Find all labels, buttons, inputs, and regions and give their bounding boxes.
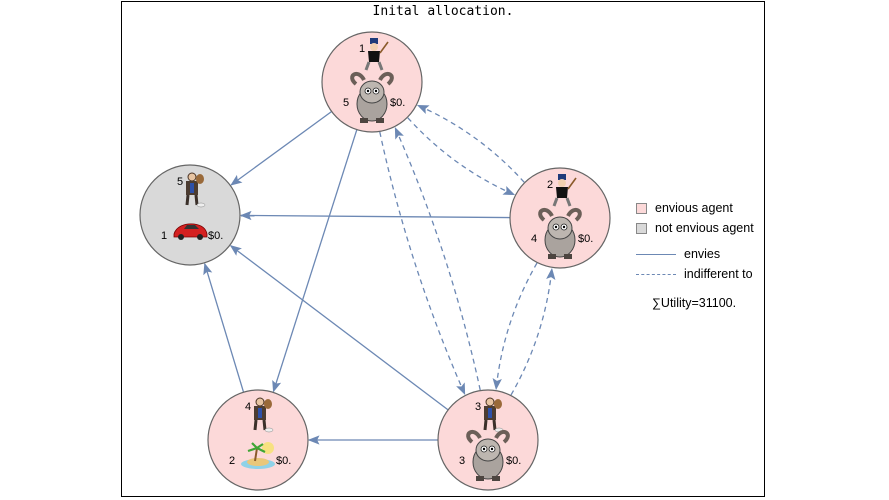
indifferent-edge: [394, 126, 481, 391]
item-number: 2: [229, 455, 235, 467]
legend-not-envious-agent: not envious agent: [636, 218, 754, 238]
agent-number: 1: [359, 43, 365, 55]
agent-number: 4: [245, 401, 251, 413]
indifferent-edge: [379, 131, 466, 396]
solid-line-swatch: [636, 253, 676, 255]
legend-label: envious agent: [655, 201, 733, 215]
envious-swatch: [636, 202, 647, 214]
agent-node: 1 5 $0.: [321, 31, 423, 133]
legend-envies: envies: [636, 244, 754, 264]
item-value: $0.: [276, 455, 291, 467]
item-value: $0.: [506, 455, 521, 467]
agent-node: 3 3 $0.: [437, 389, 539, 491]
indifferent-edge: [510, 267, 556, 396]
not-envious-swatch: [636, 222, 647, 234]
indifferent-edge: [492, 262, 538, 391]
item-value: $0.: [208, 230, 223, 242]
envies-edge: [272, 129, 358, 393]
legend-indifferent: indifferent to: [636, 264, 754, 284]
item-number: 1: [161, 230, 167, 242]
item-value: $0.: [578, 233, 593, 245]
envies-edge: [229, 245, 449, 411]
agent-node: 2 4 $0.: [509, 167, 611, 269]
item-number: 3: [459, 455, 465, 467]
node-circle: [139, 164, 241, 266]
item-number: 5: [343, 97, 349, 109]
legend: envious agent not envious agent envies i…: [636, 198, 754, 310]
envies-edge: [239, 210, 511, 221]
legend-label: not envious agent: [655, 221, 754, 235]
envies-edge: [203, 262, 245, 393]
agent-number: 5: [177, 176, 183, 188]
indifferent-edge: [416, 104, 525, 183]
envies-edge: [230, 110, 333, 186]
dashed-line-swatch: [636, 273, 676, 275]
agent-number: 2: [547, 179, 553, 191]
node-circle: [207, 389, 309, 491]
item-value: $0.: [390, 97, 405, 109]
indifferent-edge: [407, 117, 516, 196]
figure-title: Inital allocation.: [372, 4, 514, 19]
legend-envious-agent: envious agent: [636, 198, 754, 218]
agent-node: 5 1 $0.: [139, 164, 241, 266]
legend-label: envies: [684, 247, 721, 261]
legend-label: indifferent to: [684, 267, 753, 281]
agent-number: 3: [475, 401, 481, 413]
item-number: 4: [531, 233, 537, 245]
utility-sum: ∑Utility=31100.: [652, 296, 737, 310]
agent-node: 4 2 $0.: [207, 389, 309, 491]
